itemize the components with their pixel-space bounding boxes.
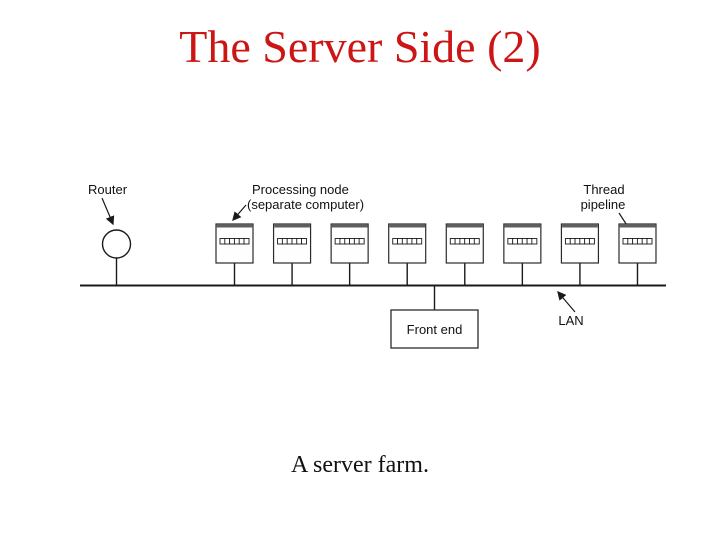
router-circle	[101, 229, 132, 259]
front-end-label: Front end	[407, 322, 463, 337]
processing-node	[272, 223, 312, 286]
thread-square	[464, 238, 471, 245]
front-end-box	[390, 309, 479, 349]
thread-square	[344, 238, 351, 245]
thread-square	[219, 238, 226, 245]
lan-arrow	[557, 290, 576, 313]
thread-square	[627, 238, 634, 245]
thread-square	[526, 238, 533, 245]
node-box-top-edge	[389, 224, 426, 228]
thread-square	[512, 238, 519, 245]
thread-square	[574, 238, 581, 245]
lan-label: LAN	[558, 313, 583, 328]
node-box-top-edge	[504, 224, 541, 228]
thread-square	[358, 238, 365, 245]
thread-square	[296, 238, 303, 245]
processing-node	[445, 223, 484, 286]
node-box-top-edge	[274, 224, 310, 228]
thread-square	[349, 238, 355, 245]
thread-square	[353, 238, 360, 245]
thread-square	[521, 238, 528, 245]
router-label: Router	[88, 182, 128, 197]
processing-node	[388, 223, 427, 286]
node-box-top-edge	[446, 224, 483, 228]
thread-square	[416, 238, 423, 245]
thread-square	[622, 238, 629, 245]
thread-square	[392, 238, 399, 245]
node-box-top-edge	[331, 224, 368, 228]
thread-square	[632, 238, 639, 245]
node-box-top-edge	[216, 224, 253, 228]
thread-square	[301, 238, 308, 245]
thread-pipeline-label-line1: Thread	[583, 182, 624, 197]
router-arrow	[101, 197, 115, 226]
thread-square	[579, 238, 586, 245]
processing-node	[618, 223, 657, 286]
thread-square	[277, 238, 284, 245]
thread-square	[641, 238, 648, 245]
processing-node	[503, 223, 542, 286]
thread-square	[291, 238, 298, 245]
thread-square	[224, 238, 231, 245]
thread-square	[401, 238, 408, 245]
thread-square	[334, 238, 341, 245]
thread-square	[229, 238, 236, 245]
node-box-top-edge	[619, 224, 656, 228]
thread-pipeline-label-line2: pipeline	[581, 197, 626, 212]
thread-square	[531, 238, 538, 245]
processing-node-label-line2: (separate computer)	[247, 197, 364, 212]
processing-node-label-line1: Processing node	[252, 182, 349, 197]
thread-square	[286, 238, 293, 245]
thread-square	[517, 238, 523, 245]
thread-square	[339, 238, 346, 245]
thread-square	[636, 238, 643, 245]
thread-square	[233, 238, 240, 245]
processing-node-arrow	[232, 204, 247, 222]
processing-node	[560, 223, 600, 286]
thread-square	[569, 238, 576, 245]
thread-square	[564, 238, 571, 245]
thread-square	[411, 238, 418, 245]
page-title: The Server Side (2)	[179, 21, 541, 72]
thread-square	[507, 238, 514, 245]
node-box-top-edge	[562, 224, 598, 228]
thread-square	[473, 238, 480, 245]
thread-square	[397, 238, 403, 245]
thread-square	[588, 238, 595, 245]
thread-square	[406, 238, 413, 245]
thread-square	[646, 238, 653, 245]
figure-caption: A server farm.	[291, 452, 429, 478]
thread-square	[459, 238, 466, 245]
thread-square	[243, 238, 250, 245]
thread-square	[449, 238, 456, 245]
thread-square	[469, 238, 475, 245]
processing-node	[215, 223, 254, 286]
thread-square	[454, 238, 461, 245]
server-nodes	[215, 223, 657, 286]
thread-square	[584, 238, 591, 245]
thread-square	[238, 238, 245, 245]
processing-node	[330, 223, 369, 286]
thread-square	[281, 238, 288, 245]
